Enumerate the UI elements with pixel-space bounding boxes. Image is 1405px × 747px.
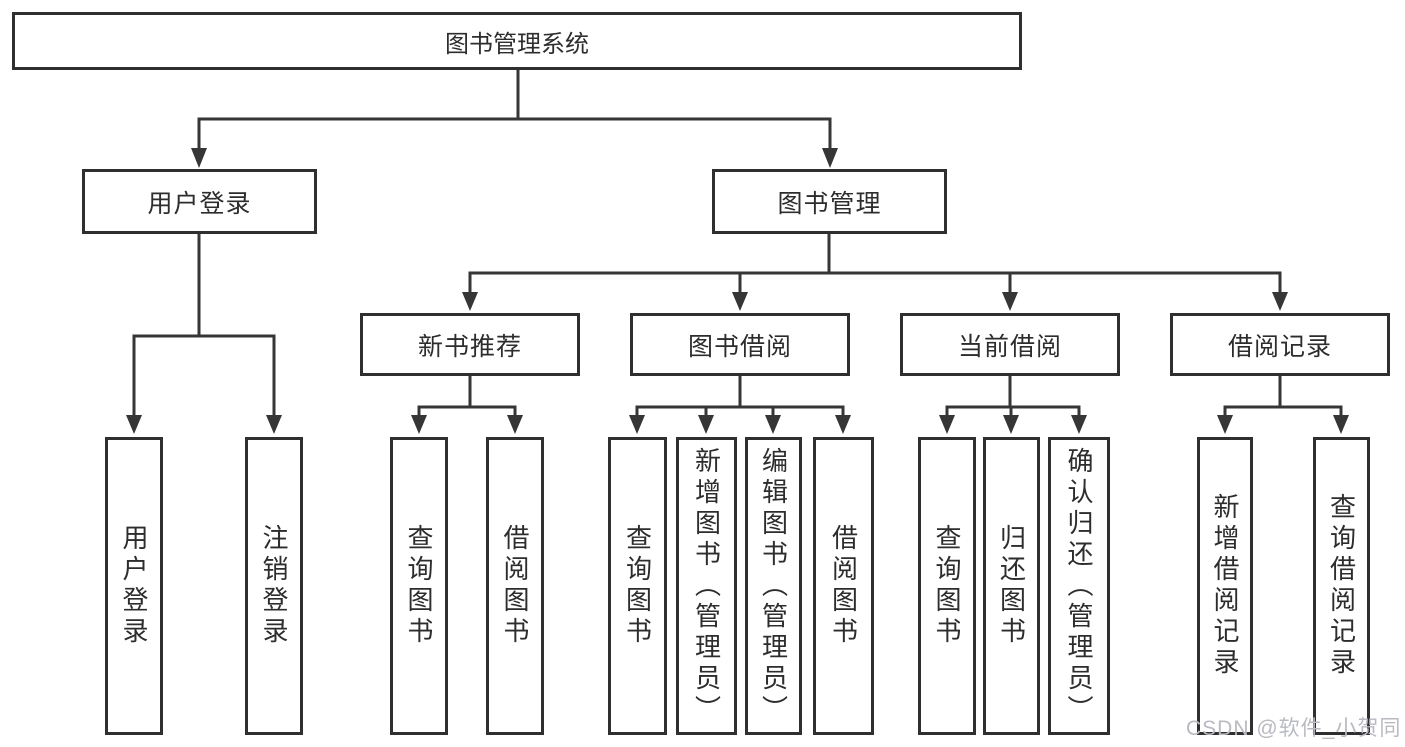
arrowhead: [1333, 415, 1349, 434]
edge-root-to-level2: [197, 69, 832, 150]
edge-records-to-leaves: [1223, 376, 1343, 417]
edge-newbook-to-leaves: [417, 376, 517, 417]
leaf-user-login: 用户登录: [105, 437, 163, 735]
edge-current-to-leaves: [945, 376, 1081, 417]
arrowhead: [1002, 292, 1018, 311]
leaf-query-borrow-record: 查询借阅记录: [1313, 437, 1370, 735]
node-user-login: 用户登录: [82, 169, 317, 234]
leaf-borrow-books-recommend: 借阅图书: [486, 437, 544, 735]
arrowhead: [732, 292, 748, 311]
arrowhead: [462, 292, 478, 311]
node-new-book-recommend: 新书推荐: [360, 313, 580, 376]
arrowhead: [1003, 415, 1019, 434]
arrowhead: [266, 415, 282, 434]
arrowhead: [765, 415, 781, 434]
leaf-logout: 注销登录: [245, 437, 303, 735]
csdn-watermark: CSDN @软件_小贺同学: [1186, 717, 1402, 740]
arrowhead: [939, 415, 955, 434]
leaf-borrow-books: 借阅图书: [813, 437, 874, 735]
leaf-query-books-borrow: 查询图书: [608, 437, 667, 735]
node-book-borrow: 图书借阅: [630, 313, 850, 376]
arrowhead: [126, 415, 142, 434]
arrowhead: [411, 415, 427, 434]
arrowhead: [507, 415, 523, 434]
leaf-query-books-recommend: 查询图书: [390, 437, 448, 735]
arrowhead: [191, 148, 207, 168]
edge-userlogin-to-leaves: [132, 234, 276, 417]
leaf-add-borrow-record: 新增借阅记录: [1197, 437, 1253, 735]
leaf-query-books-current: 查询图书: [918, 437, 976, 735]
leaf-add-book-admin: 新增图书（管理员）: [676, 437, 737, 735]
arrowhead: [822, 148, 838, 168]
node-root: 图书管理系统: [12, 12, 1022, 70]
leaf-edit-book-admin: 编辑图书（管理员）: [745, 437, 802, 735]
node-current-borrow: 当前借阅: [900, 313, 1120, 376]
leaf-confirm-return-admin: 确认归还（管理员）: [1048, 437, 1110, 735]
edge-bookmgmt-to-level3: [468, 234, 1282, 294]
arrowhead: [1071, 415, 1087, 434]
edge-borrow-to-leaves: [635, 376, 845, 417]
arrowhead: [698, 415, 714, 434]
arrowhead: [1217, 415, 1233, 434]
arrowhead: [835, 415, 851, 434]
node-book-management: 图书管理: [712, 169, 947, 234]
node-borrow-records: 借阅记录: [1170, 313, 1390, 376]
arrowhead: [629, 415, 645, 434]
arrowhead: [1272, 292, 1288, 311]
leaf-return-book: 归还图书: [983, 437, 1040, 735]
